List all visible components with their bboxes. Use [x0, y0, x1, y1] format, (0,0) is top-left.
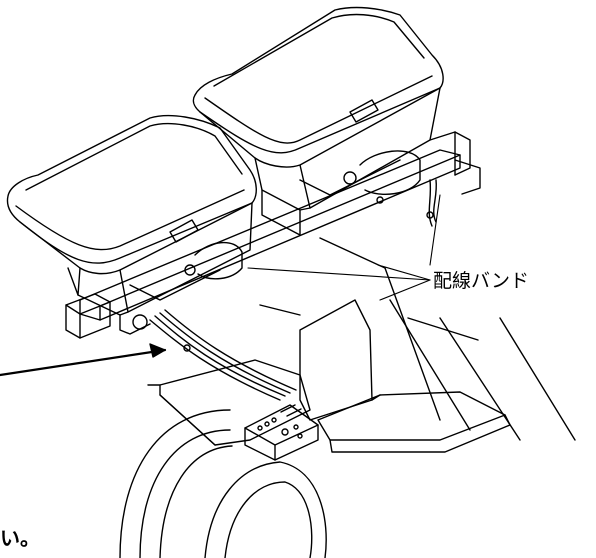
wiring-harness	[149, 309, 297, 401]
tractor-fender-lines	[259, 237, 576, 441]
harness-arrow	[0, 343, 167, 377]
wiring-band-leaders	[247, 194, 441, 301]
hopper-right	[192, 6, 444, 236]
caption-fragment: い。	[0, 526, 40, 550]
fender-platform	[147, 359, 311, 446]
right-bracket	[426, 131, 481, 227]
rear-tire	[119, 409, 327, 558]
control-box	[244, 404, 319, 461]
wiring-band-label: 配線バンド	[433, 270, 529, 292]
hopper-left	[6, 114, 257, 335]
